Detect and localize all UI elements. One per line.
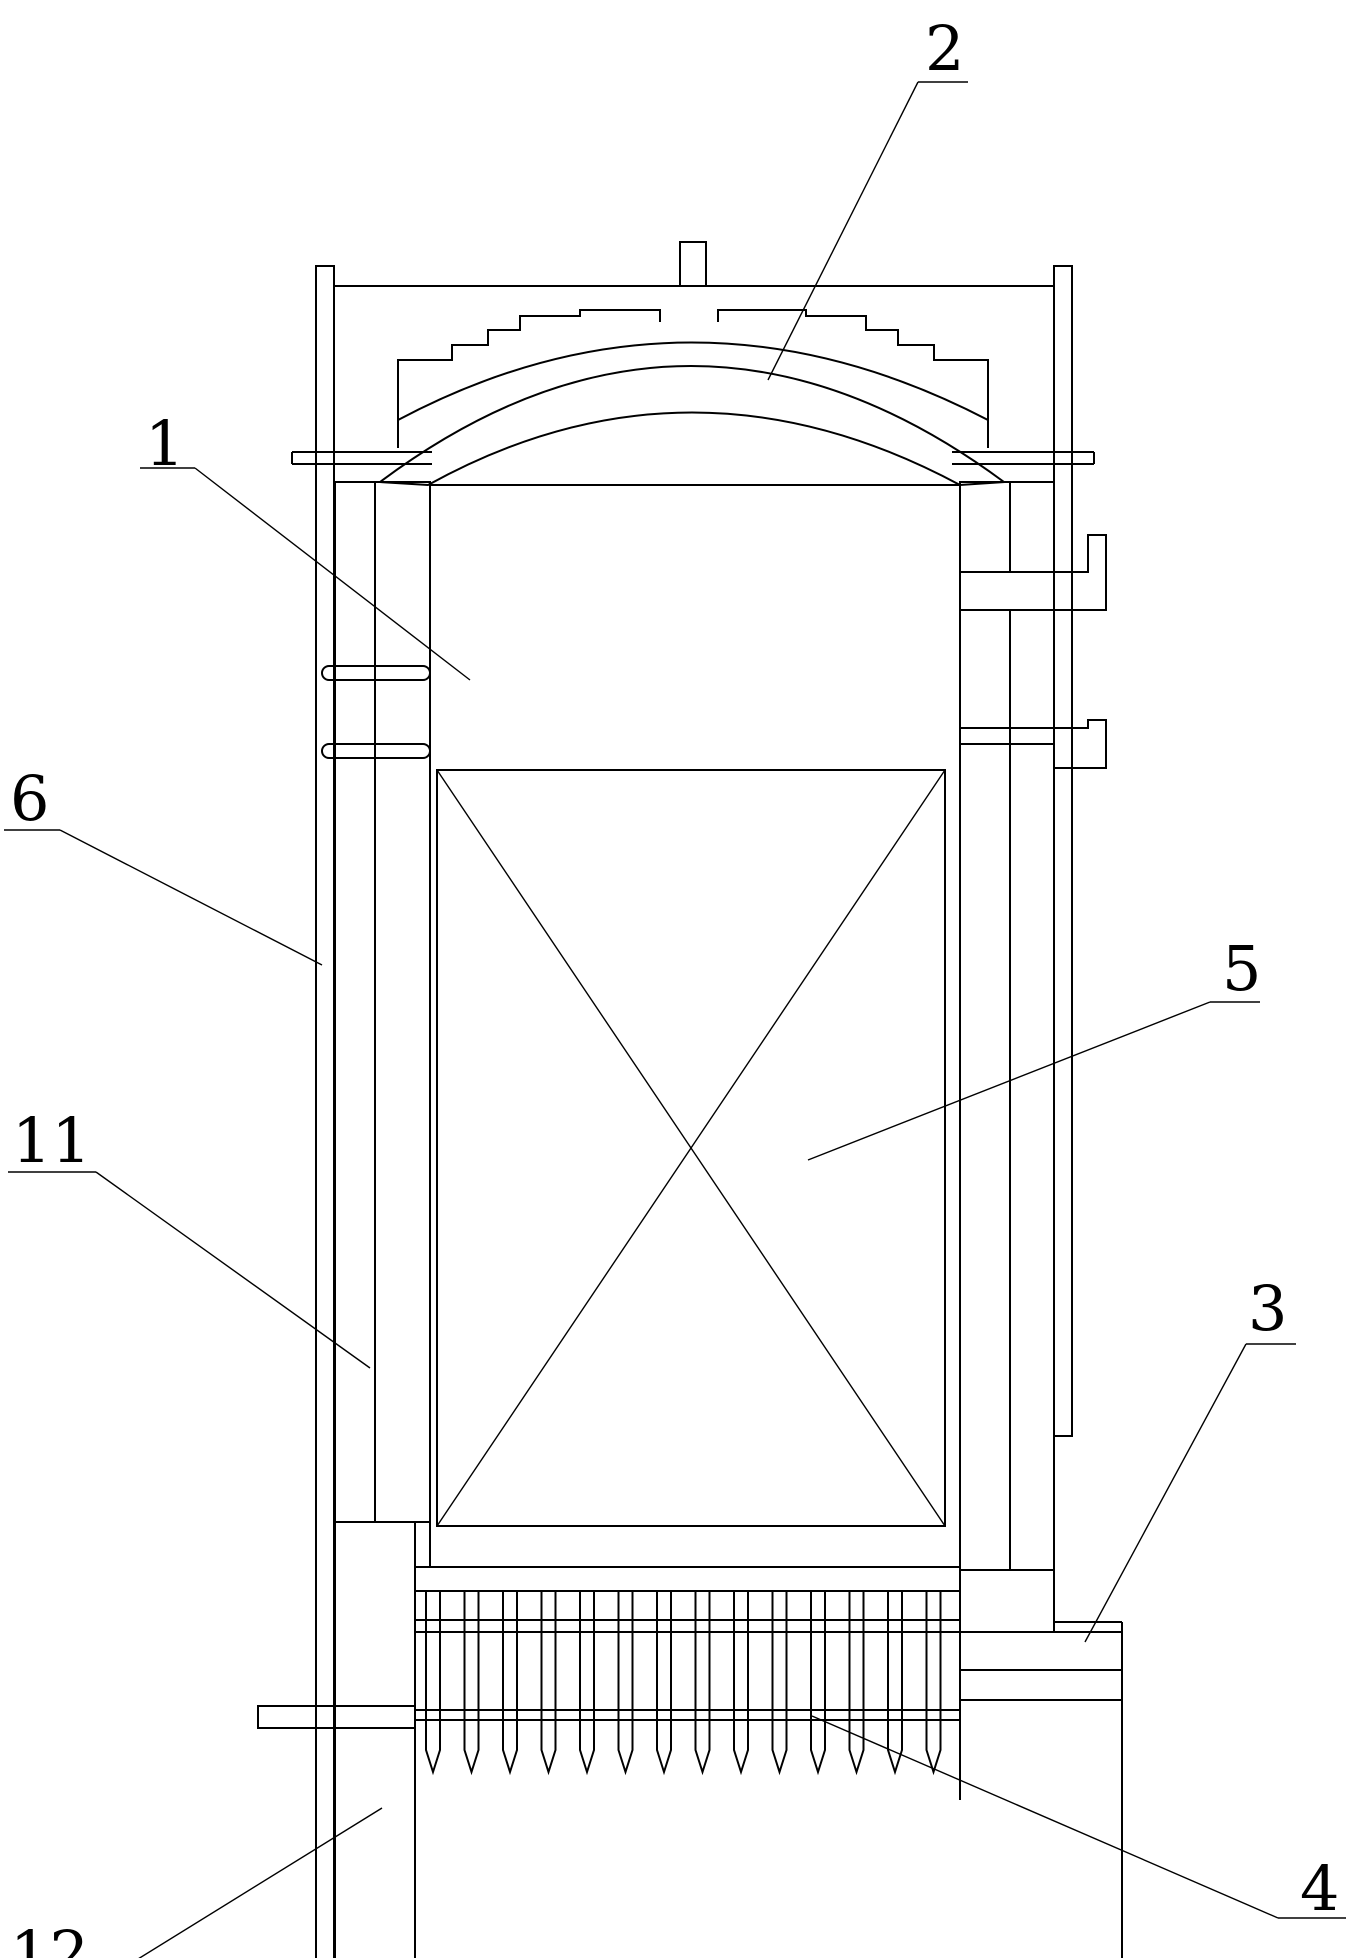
heating-rod: [579, 1591, 595, 1776]
label-5: 5: [1222, 932, 1261, 1005]
label-2: 2: [925, 12, 964, 85]
heating-rod: [810, 1591, 826, 1776]
heating-rod: [925, 1591, 942, 1776]
label-4: 4: [1300, 1852, 1339, 1925]
heating-rod: [694, 1591, 711, 1776]
label-11: 11: [12, 1104, 91, 1177]
crown-steps: [291, 309, 1095, 465]
part-numbers: 1 2 3 4 5 6 11 12: [10, 12, 1339, 1958]
heating-rod: [656, 1591, 672, 1776]
heating-rod: [848, 1591, 865, 1776]
label-1: 1: [145, 407, 184, 480]
heating-rod: [425, 1591, 441, 1776]
label-12: 12: [10, 1917, 89, 1958]
heating-rod: [887, 1591, 903, 1776]
heating-rod: [540, 1591, 557, 1776]
leader-lines: [4, 81, 1346, 1958]
heating-rod: [617, 1591, 634, 1776]
heating-rod: [733, 1591, 749, 1776]
heating-rod: [463, 1591, 480, 1776]
left-lining: [257, 481, 431, 1958]
bottom-ledge: [959, 1569, 1123, 1958]
right-lining: [959, 481, 1107, 1571]
heating-rod: [502, 1591, 518, 1776]
label-6: 6: [10, 762, 49, 835]
furnace-chamber: [429, 484, 961, 1568]
heating-elements: [414, 1566, 961, 1776]
label-3: 3: [1248, 1272, 1287, 1345]
heating-rod: [771, 1591, 788, 1776]
